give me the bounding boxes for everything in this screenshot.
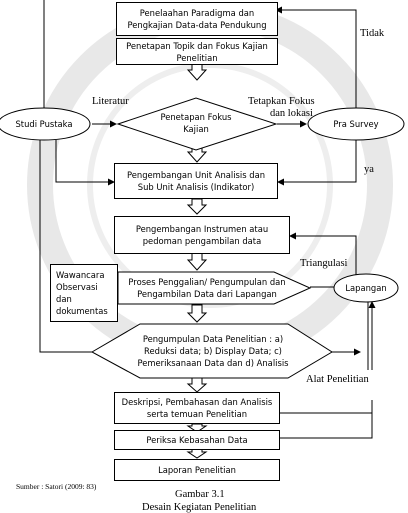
process-box-laporan: Laporan Penelitian: [114, 459, 280, 481]
decision-proses-shape: [117, 271, 312, 305]
edge-label-dan-lokasi: dan lokasi: [270, 108, 313, 119]
process-box-deskripsi: Deskripsi, Pembahasan dan Analisis serta…: [114, 392, 280, 424]
decision-fokus-label: Penetapan Fokus Kajian: [160, 112, 232, 134]
process-text: Pengembangan Instrumen atau pedoman peng…: [135, 224, 269, 246]
edge-label-literatur: Literatur: [92, 96, 129, 107]
process-text: Wawancara Observasi dan dokumentas: [56, 270, 108, 316]
decision-pengumpulan-label: Pengumpulan Data Penelitian : a) Reduksi…: [137, 334, 289, 368]
process-box-unit-analisis: Pengembangan Unit Analisis dan Sub Unit …: [114, 163, 278, 199]
process-box-wawancara: Wawancara Observasi dan dokumentas: [50, 264, 118, 322]
edge-label-ya: ya: [364, 164, 374, 175]
process-box-instrumen: Pengembangan Instrumen atau pedoman peng…: [114, 216, 290, 254]
edge-label-triangulasi: Triangulasi: [300, 258, 348, 269]
decision-pengumpulan-shape: [90, 323, 333, 379]
process-text: Deskripsi, Pembahasan dan Analisis serta…: [121, 397, 273, 419]
process-text: Periksa Kebasahan Data: [146, 435, 248, 445]
process-text: Penelaahan Paradigma dan Pengkajian Data…: [127, 8, 267, 30]
process-text: Laporan Penelitian: [158, 465, 236, 475]
decision-fokus-shape: [116, 97, 278, 151]
process-box-topik: Penetapan Topik dan Fokus Kajian Penelit…: [116, 38, 278, 65]
process-text: Penetapan Topik dan Fokus Kajian Penelit…: [126, 40, 268, 63]
edge-label-alat: Alat Penelitian: [306, 374, 369, 385]
figure-number: Gambar 3.1: [175, 489, 225, 500]
decision-proses-label: Proses Penggalian/ Pengumpulan dan Penga…: [128, 277, 286, 299]
ellipse-studi-pustaka: Studi Pustaka: [15, 119, 73, 129]
ellipse-lapangan: Lapangan: [345, 283, 387, 293]
edge-label-tidak: Tidak: [360, 28, 385, 39]
edge-label-tetapkan: Tetapkan Fokus: [248, 96, 315, 107]
ellipse-pra-survey: Pra Survey: [333, 119, 379, 129]
process-text: Pengembangan Unit Analisis dan Sub Unit …: [126, 170, 266, 192]
source-caption: Sumber : Satori (2009: 83): [16, 482, 97, 491]
figure-title: Desain Kegiatan Penelitian: [142, 502, 257, 513]
process-box-paradigma: Penelaahan Paradigma dan Pengkajian Data…: [116, 2, 278, 36]
process-box-kebasahan: Periksa Kebasahan Data: [114, 430, 280, 450]
